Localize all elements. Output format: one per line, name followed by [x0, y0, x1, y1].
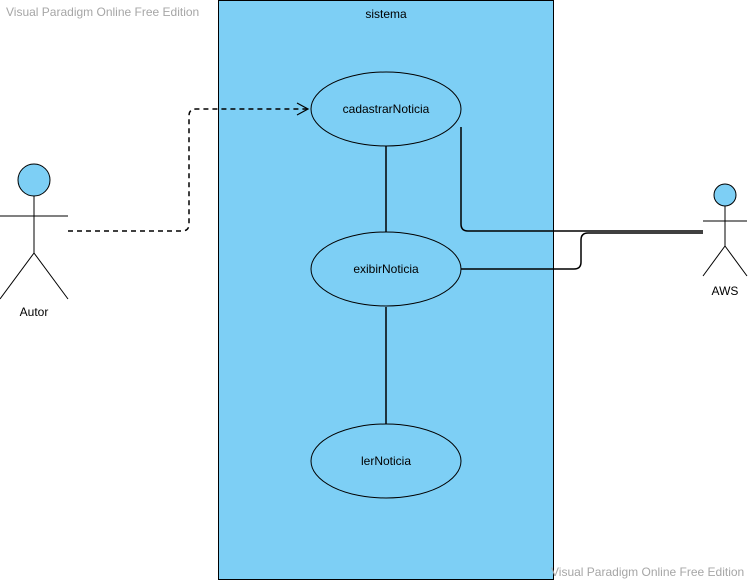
- actor-aws[interactable]: AWS: [702, 183, 748, 298]
- use-case-ler-label: lerNoticia: [361, 454, 411, 468]
- association-aws-exibir: [461, 232, 703, 270]
- actor-autor[interactable]: Autor: [0, 163, 69, 319]
- association-aws-cadastrar: [460, 127, 703, 232]
- use-case-exibir-label: exibirNoticia: [353, 262, 419, 276]
- use-case-exibir-noticia[interactable]: exibirNoticia: [310, 231, 462, 307]
- actor-aws-label: AWS: [712, 284, 739, 298]
- watermark-bottom: Visual Paradigm Online Free Edition: [551, 565, 745, 579]
- actor-aws-head: [713, 183, 737, 207]
- use-case-cadastrar-label: cadastrarNoticia: [343, 102, 430, 116]
- use-case-ler-noticia[interactable]: lerNoticia: [310, 423, 462, 499]
- watermark-top: Visual Paradigm Online Free Edition: [6, 5, 200, 19]
- actor-autor-label: Autor: [20, 305, 49, 319]
- actor-autor-head: [17, 163, 51, 197]
- system-title: sistema: [365, 7, 407, 21]
- use-case-cadastrar-noticia[interactable]: cadastrarNoticia: [310, 71, 462, 147]
